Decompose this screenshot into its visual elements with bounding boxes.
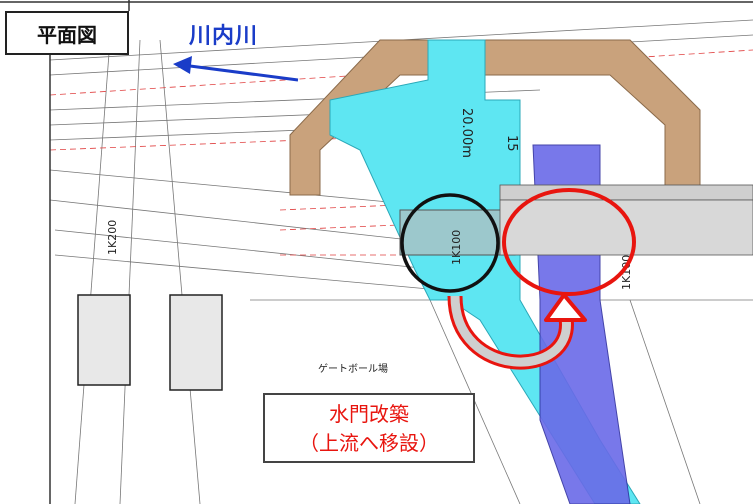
river-name-label: 川内川 [189,24,259,49]
plan-title: 平面図 [37,22,97,47]
callout-line1: 水門改築 [329,402,409,426]
station-label-mid: 1K100 [450,230,463,265]
building-mid [169,294,223,391]
callout-line2: （上流へ移設） [299,431,439,455]
relocation-arrow-inner [450,295,571,367]
relocation-arrowhead [544,293,587,322]
plan-title-box: 平面図 [5,11,129,55]
station-label-left: 1K200 [106,220,119,255]
dim-15-label: 15 [504,135,519,152]
gate-reconstruction-callout: 水門改築 （上流へ移設） [263,393,475,463]
building-left [77,294,131,386]
river-flow-arrow [173,56,299,82]
levee-shape [289,39,701,196]
road-band-lower [499,199,753,256]
width-dim-label: 20.00m [459,108,474,158]
old-gate-circle [400,193,500,293]
gateball-label: ゲートボール場 [318,362,388,375]
new-gate-circle [502,188,636,296]
